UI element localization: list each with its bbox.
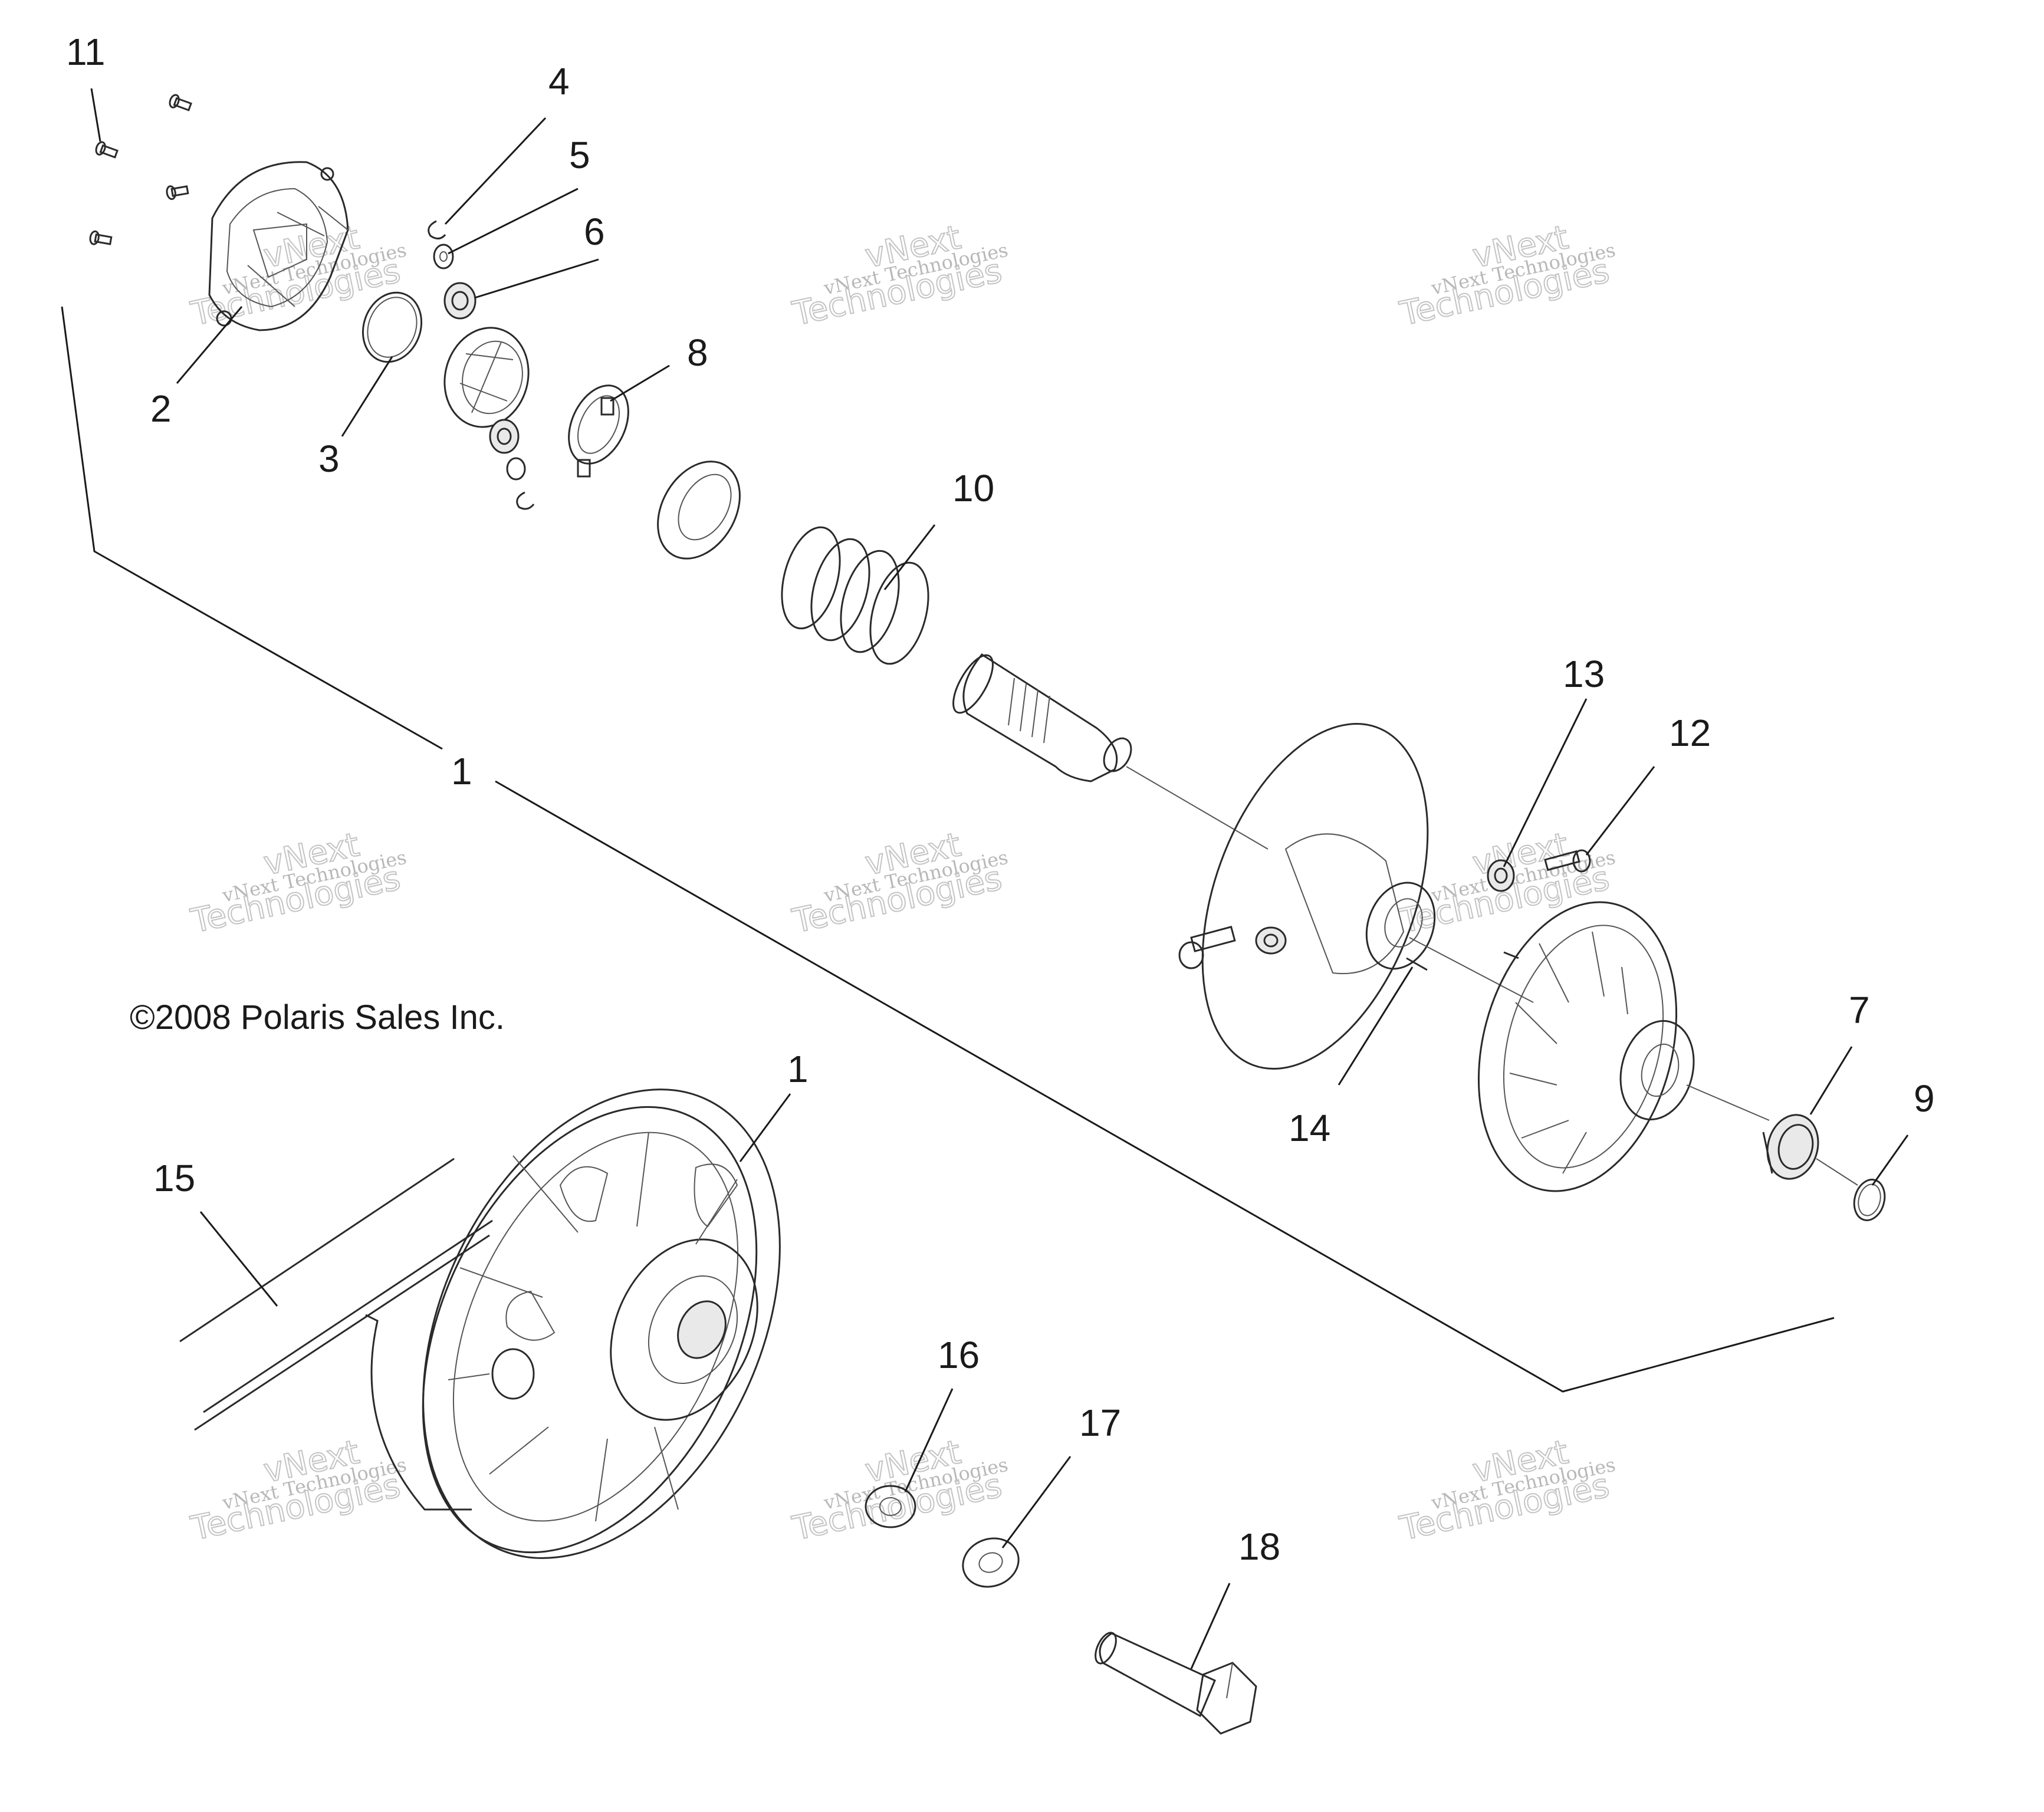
screws-item-11	[89, 94, 192, 245]
shaft	[952, 653, 1269, 850]
callout-9: 9	[1914, 1077, 1935, 1120]
callout-3: 3	[318, 438, 340, 480]
callout-7: 7	[1849, 989, 1870, 1031]
washer-item-13	[1487, 859, 1515, 892]
callout-8: 8	[687, 331, 708, 374]
callout-15: 15	[153, 1157, 195, 1199]
clutch-assembly-item-1	[365, 1088, 781, 1559]
snap-ring-item-3	[362, 291, 423, 363]
callout-4: 4	[548, 60, 570, 103]
leader-lines	[90, 88, 1909, 1669]
watermark-middle-center: vNext Technologies vNext Technologies	[788, 825, 1010, 941]
watermark-top-right: vNext Technologies vNext Technologies	[1396, 218, 1618, 334]
watermark-middle-left: vNext Technologies vNext Technologies	[187, 825, 409, 941]
callout-18: 18	[1238, 1525, 1280, 1568]
roller-pin	[1178, 926, 1287, 969]
callout-6: 6	[584, 211, 605, 253]
spring-item-10	[781, 526, 929, 665]
bearing-item-7	[1762, 1114, 1858, 1186]
washer-item-5	[433, 244, 454, 269]
bolt-item-18	[1095, 1632, 1257, 1735]
callout-13: 13	[1563, 653, 1605, 695]
callout-17: 17	[1079, 1402, 1121, 1444]
retainer-item-8	[568, 384, 629, 478]
clip-item-4	[428, 220, 446, 239]
stationary-sheave	[1477, 901, 1770, 1192]
watermark-top-left: vNext Technologies vNext Technologies	[187, 218, 409, 334]
callout-1-lower: 1	[787, 1048, 809, 1090]
copyright-notice: ©2008 Polaris Sales Inc.	[130, 998, 505, 1037]
key-pin-item-14	[1406, 951, 1519, 971]
assembly-bracket-line	[61, 306, 443, 750]
callout-14: 14	[1289, 1107, 1330, 1149]
moveable-sheave	[1201, 723, 1534, 1070]
watermark-top-center: vNext Technologies vNext Technologies	[788, 218, 1010, 334]
callout-11: 11	[66, 31, 105, 73]
drive-belt-item-15	[179, 1157, 493, 1431]
callout-5: 5	[569, 134, 590, 176]
callout-2: 2	[150, 387, 172, 430]
washer-item-16	[865, 1485, 916, 1528]
bolt-item-12	[1544, 849, 1591, 873]
callout-10: 10	[952, 467, 994, 509]
roller-item-6	[443, 282, 477, 320]
cover-item-2	[208, 161, 349, 331]
callout-12: 12	[1669, 712, 1711, 754]
watermark-bottom-right: vNext Technologies vNext Technologies	[1396, 1432, 1618, 1548]
washer-item-17	[962, 1537, 1020, 1588]
callout-labels: 11 2 3 4 5 6 8 10 1 13 12 14 7 9 1 15 16…	[66, 31, 1935, 1568]
watermarks: vNext Technologies vNext Technologies vN…	[187, 218, 1618, 1548]
callout-1-upper: 1	[451, 750, 472, 792]
assembly-bracket-line-lower	[495, 780, 1835, 1393]
watermark-bottom-left: vNext Technologies vNext Technologies	[187, 1432, 409, 1548]
callout-16: 16	[938, 1334, 980, 1376]
bushing-ring	[657, 461, 741, 560]
helix-cam	[443, 327, 535, 510]
